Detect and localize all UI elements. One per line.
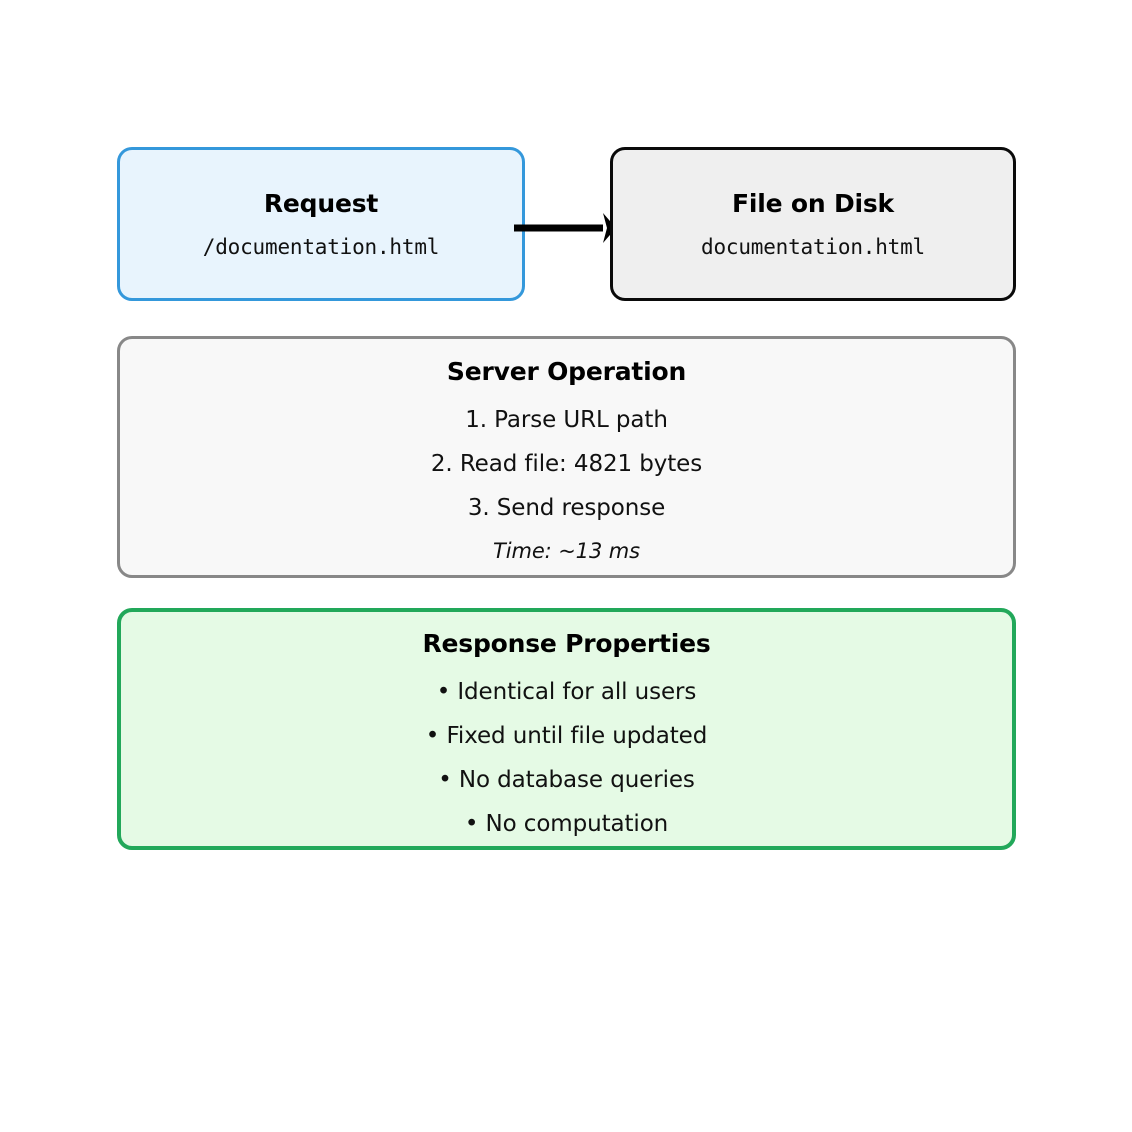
response-property-item: • Identical for all users (436, 679, 697, 705)
node-request-path: /documentation.html (202, 234, 440, 259)
node-request: Request /documentation.html (117, 147, 525, 301)
response-property-item: • Fixed until file updated (425, 723, 708, 749)
node-file-on-disk-filename: documentation.html (701, 234, 925, 259)
server-operation-step: 3. Send response (467, 495, 666, 521)
panel-server-operation-title: Server Operation (446, 357, 687, 386)
panel-response-properties: Response Properties • Identical for all … (117, 608, 1016, 850)
server-operation-time-note: Time: ~13 ms (493, 539, 640, 563)
response-property-item: • No computation (464, 811, 669, 837)
node-file-on-disk-title: File on Disk (732, 188, 894, 218)
request-to-file-arrow (514, 213, 616, 243)
server-operation-step: 1. Parse URL path (465, 407, 668, 433)
server-operation-step: 2. Read file: 4821 bytes (430, 451, 703, 477)
node-file-on-disk: File on Disk documentation.html (610, 147, 1016, 301)
panel-response-properties-title: Response Properties (422, 629, 711, 658)
response-property-item: • No database queries (438, 767, 695, 793)
panel-server-operation: Server Operation 1. Parse URL path 2. Re… (117, 336, 1016, 578)
node-request-title: Request (263, 188, 379, 218)
